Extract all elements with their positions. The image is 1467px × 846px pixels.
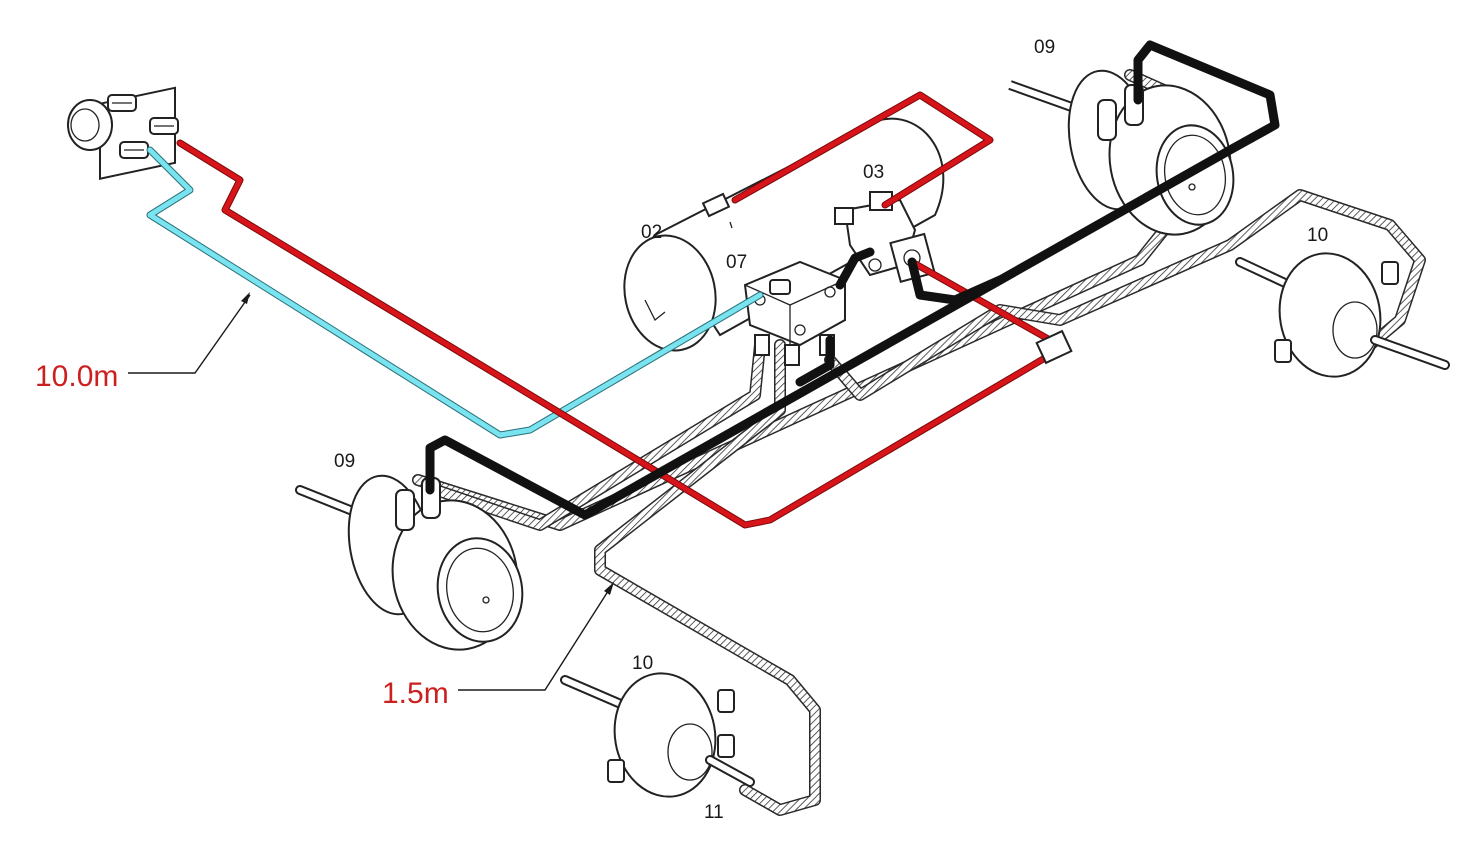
label-part-09-left: 09 xyxy=(334,451,355,472)
brake-chamber-09-top xyxy=(1007,69,1235,236)
supply-hose xyxy=(147,147,763,438)
label-part-11: 11 xyxy=(704,802,724,823)
chamber-hose-valve07-drop xyxy=(795,335,835,387)
label-part-10-bottom: 10 xyxy=(632,653,653,674)
length-labels: 10.0m 1.5m xyxy=(35,360,449,710)
leader-lines xyxy=(128,292,614,691)
label-part-03: 03 xyxy=(863,162,884,183)
brake-chamber-09-left xyxy=(295,474,524,651)
label-part-10-right: 10 xyxy=(1307,225,1328,246)
supply-hose-cyan xyxy=(146,146,764,439)
control-hose-red xyxy=(176,91,1073,529)
control-hose-main xyxy=(177,140,1053,528)
label-length-10m: 10.0m xyxy=(35,360,118,393)
leader-10m-arrow xyxy=(241,292,250,304)
part-labels: 02 03 07 09 09 10 10 11 xyxy=(334,37,1328,823)
label-part-09-top: 09 xyxy=(1034,37,1055,58)
brake-chamber-10-bottom xyxy=(560,672,755,798)
control-hose-tank xyxy=(732,92,993,208)
chamber-hose-valve03 xyxy=(907,257,1005,305)
leader-1-5m-arrow xyxy=(604,582,614,595)
chamber-hose-valve07 xyxy=(835,247,875,290)
air-tank xyxy=(623,117,945,352)
label-length-1-5m: 1.5m xyxy=(382,677,449,710)
leader-1-5m xyxy=(458,584,613,691)
label-part-02: 02 xyxy=(641,222,662,243)
chamber-hose-front xyxy=(425,40,1280,520)
brake-chamber-10-right xyxy=(1235,252,1450,378)
chamber-hose-black xyxy=(425,40,1280,520)
leader-10m xyxy=(128,294,251,374)
label-part-07: 07 xyxy=(726,252,747,273)
control-hose-valve03 xyxy=(909,259,1053,343)
